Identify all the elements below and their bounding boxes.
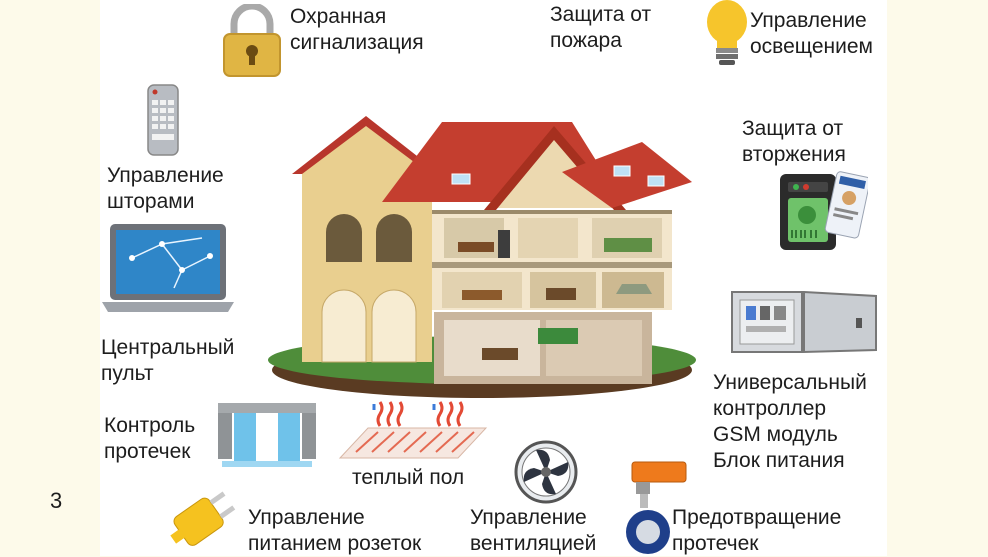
smart-house-illustration: [262, 112, 702, 402]
page-number: 3: [50, 488, 63, 513]
ventilation-control-label: Управление вентиляцией: [470, 506, 597, 555]
leak-prevention-label: Предотвращение протечек: [672, 506, 842, 555]
universal-controller-label: Универсальный контроллер GSM модуль Блок…: [713, 371, 867, 472]
intrusion-protection-label: Защита от вторжения: [742, 117, 846, 166]
padlock-icon: [218, 4, 286, 78]
fire-protection-label: Защита от пожара: [550, 3, 652, 52]
central-console-label: Центральный пульт: [101, 336, 235, 385]
fan-icon: [514, 440, 578, 504]
controller-cabinet-icon: [728, 290, 880, 356]
leak-control-label: Контроль протечек: [104, 414, 196, 463]
curtain-control-label: Управление шторами: [107, 164, 224, 213]
lighting-control-label: Управление освещением: [750, 9, 873, 58]
water-pipe-icon: [212, 395, 322, 471]
light-bulb-icon: [704, 0, 750, 68]
power-plug-icon: [160, 486, 242, 556]
security-alarm-label: Охранная сигнализация: [290, 5, 424, 54]
card-reader-icon: [778, 168, 868, 252]
socket-power-control-label: Управление питанием розеток: [248, 506, 422, 555]
floor-heating-label: теплый пол: [352, 466, 465, 489]
valve-icon: [622, 460, 692, 556]
floor-heating-icon: [338, 400, 488, 462]
laptop-icon: [102, 222, 234, 316]
remote-control-icon: [146, 84, 180, 156]
